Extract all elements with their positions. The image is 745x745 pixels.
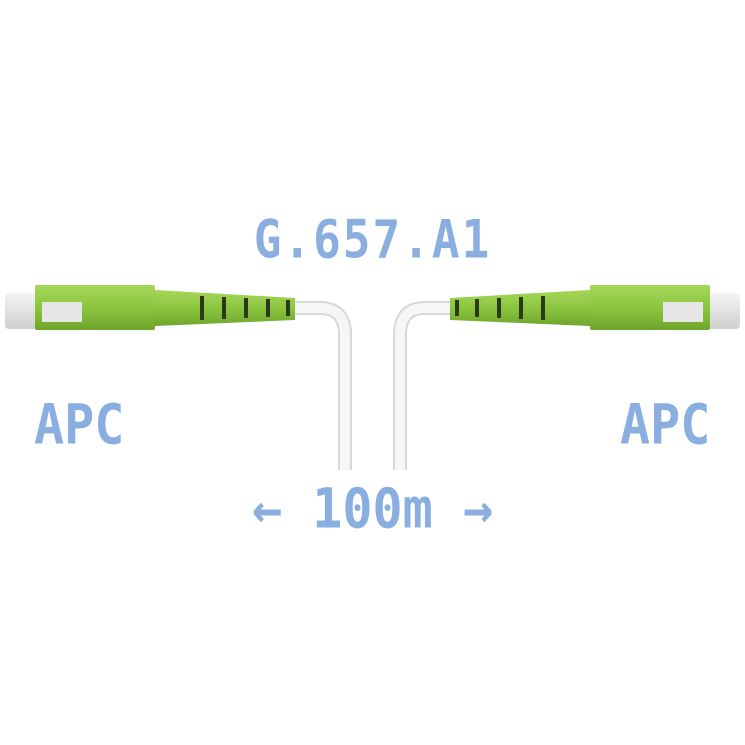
connector-right <box>450 285 740 330</box>
cable-length-label: ← 100m → <box>0 477 745 541</box>
right-polish-label: APC <box>620 393 711 457</box>
cable-right <box>393 301 455 470</box>
arrow-right-icon: → <box>462 477 493 541</box>
left-polish-label: APC <box>34 393 125 457</box>
connector-left <box>5 285 295 330</box>
arrow-left-icon: ← <box>252 477 283 541</box>
length-value: 100m <box>312 477 433 541</box>
fiber-standard-label: G.657.A1 <box>253 207 492 271</box>
cable-left <box>290 301 352 470</box>
